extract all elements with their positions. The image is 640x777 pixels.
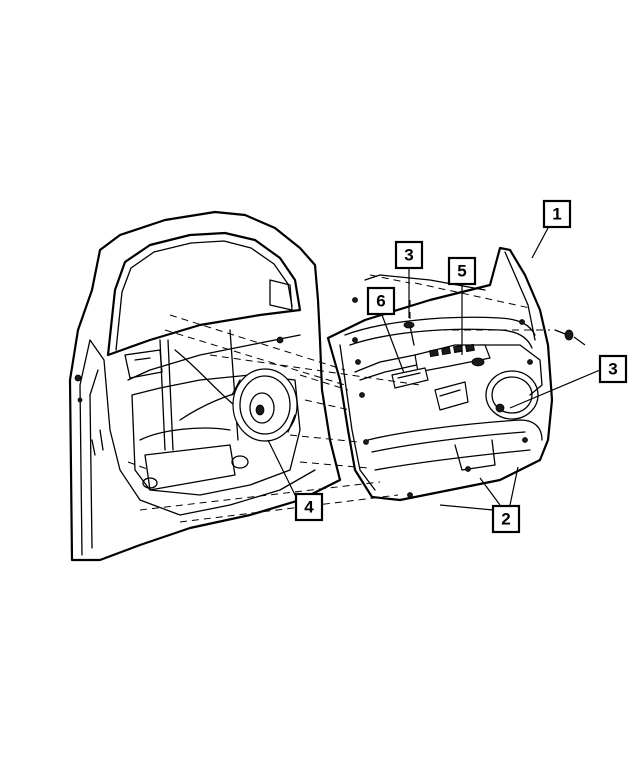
leader-4 xyxy=(267,439,301,506)
leader-2c xyxy=(509,466,519,506)
leader-6 xyxy=(381,314,405,374)
window-switch-bezel xyxy=(414,343,491,373)
callout-5: 5 xyxy=(447,256,477,286)
alignment-lines xyxy=(127,274,550,523)
leader-2 xyxy=(439,504,494,511)
leader-lines xyxy=(267,227,601,511)
svg-text:3: 3 xyxy=(404,246,413,265)
callout-3a: 3 xyxy=(394,240,424,270)
door-speaker xyxy=(231,368,298,442)
svg-text:5: 5 xyxy=(457,262,466,281)
callout-3b: 3 xyxy=(598,354,628,384)
callout-6: 6 xyxy=(366,286,396,316)
pull-cup xyxy=(391,367,429,389)
leader-1 xyxy=(531,227,549,259)
leader-3b xyxy=(573,336,586,346)
leader-3c xyxy=(509,369,601,409)
svg-text:1: 1 xyxy=(552,205,561,224)
svg-text:4: 4 xyxy=(304,498,314,517)
leader-2b xyxy=(479,477,501,506)
trim-panel-fasteners xyxy=(403,321,574,346)
svg-text:2: 2 xyxy=(501,510,510,529)
door-inner-shell xyxy=(68,210,342,562)
callout-2: 2 xyxy=(491,504,521,534)
callout-4: 4 xyxy=(294,492,324,522)
svg-text:6: 6 xyxy=(376,292,385,311)
callout-1: 1 xyxy=(542,199,572,229)
svg-text:3: 3 xyxy=(608,360,617,379)
door-trim-panel xyxy=(326,246,554,502)
